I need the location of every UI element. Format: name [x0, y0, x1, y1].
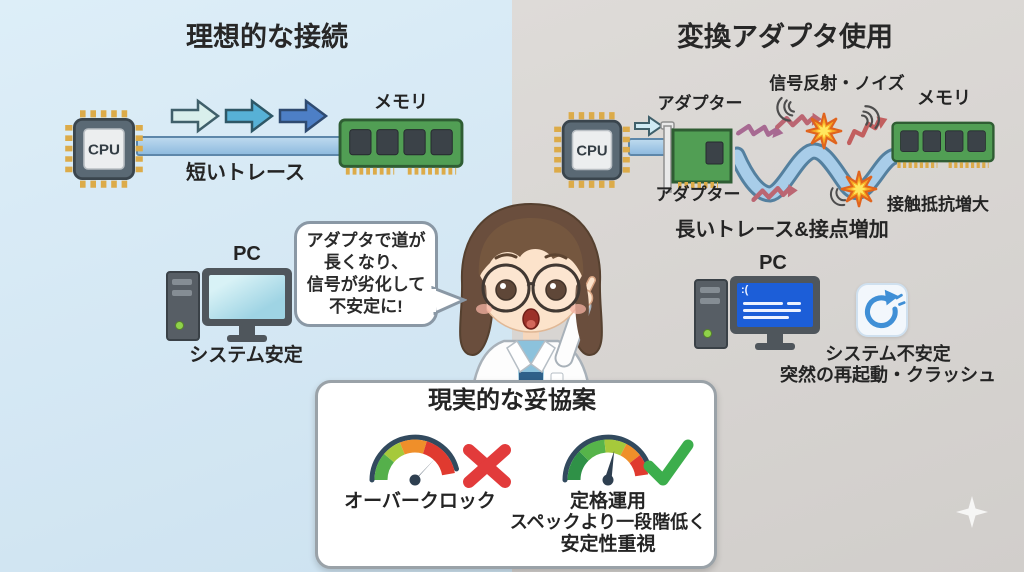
stable-screen: [209, 275, 285, 319]
check-mark-icon: [643, 439, 694, 486]
memory-icon: [338, 118, 464, 175]
one-step-lower-label: スペックより一段階低く: [509, 512, 707, 532]
bsod-text-line: [787, 302, 801, 305]
power-led: [175, 321, 184, 330]
cpu-icon: CPU: [65, 110, 143, 188]
small-arrow-icon: [634, 115, 664, 137]
monitor-icon: :(: [730, 276, 820, 334]
bsod-screen: :(: [737, 283, 813, 327]
system-stable-label: システム安定: [189, 345, 303, 366]
overclock-gauge-icon: [369, 434, 459, 486]
glasses-icon: [481, 263, 581, 313]
speech-bubble: アダプタで道が 長くなり、 信号が劣化して 不安定に!: [294, 221, 438, 327]
tower-slot: [172, 290, 192, 296]
bubble-line: アダプタで道が: [306, 230, 426, 250]
memory-icon: [891, 121, 995, 168]
noise-arrow-icon: [735, 123, 784, 139]
stability-first-label: 安定性重視: [560, 534, 656, 555]
long-trace-label: 長いトレース&接点増加: [675, 219, 889, 241]
tower-slot: [700, 298, 720, 304]
bsod-text-line: [743, 316, 789, 319]
tower-slot: [172, 279, 192, 285]
pc-tower-icon: [694, 279, 728, 349]
restart-icon-box: [856, 283, 908, 337]
power-led: [703, 329, 712, 338]
overclock-label: オーバークロック: [344, 491, 496, 512]
adapter-card-icon: [660, 121, 733, 193]
noise-arcs-icon: [776, 96, 796, 122]
explosion-icon: [840, 170, 878, 208]
cpu-icon: CPU: [554, 112, 630, 188]
bsod-text-line: [743, 302, 783, 305]
short-trace-line: [136, 136, 346, 156]
noise-arcs-icon: [860, 105, 880, 130]
pc-tower-icon: [166, 271, 200, 341]
bubble-line: 信号が劣化して: [306, 275, 426, 294]
bsod-sad-face: :(: [741, 284, 749, 296]
memory-label: メモリ: [374, 92, 428, 112]
left-title: 理想的な接続: [186, 22, 348, 52]
right-title: 変換アダプタ使用: [677, 22, 893, 52]
restart-arrow-icon: [864, 289, 906, 329]
x-mark-icon: [463, 444, 511, 488]
signal-noise-label: 信号反射・ノイズ: [769, 74, 905, 93]
system-unstable-label: システム不安定: [825, 344, 951, 364]
monitor-icon: [202, 268, 292, 326]
tower-slot: [700, 287, 720, 293]
adapter-label-top: アダプター: [657, 94, 743, 113]
memory-label: メモリ: [917, 88, 971, 108]
rated-gauge-icon: [562, 434, 652, 486]
monitor-stand: [239, 326, 255, 335]
bubble-line: 長くなり、: [323, 252, 409, 272]
bsod-text-line: [743, 309, 801, 312]
signal-flow-arrows-icon: [170, 98, 329, 134]
monitor-stand: [767, 334, 783, 343]
short-trace-label: 短いトレース: [186, 162, 305, 184]
adapter-label-bottom: アダプター: [655, 185, 741, 204]
rated-operation-label: 定格運用: [569, 491, 646, 512]
compromise-title: 現実的な妥協案: [428, 387, 596, 414]
bubble-line: 不安定に!: [329, 297, 403, 317]
pc-label: PC: [233, 243, 261, 265]
cpu-text: CPU: [88, 142, 120, 159]
explosion-icon: [805, 112, 843, 150]
monitor-base: [227, 335, 267, 342]
crash-label: 突然の再起動・クラッシュ: [780, 365, 996, 385]
contact-resistance-label: 接触抵抗増大: [887, 195, 989, 214]
monitor-base: [755, 343, 795, 350]
noise-arrow-icon: [751, 184, 798, 203]
bubble-tail: [431, 286, 467, 316]
pc-label: PC: [759, 252, 787, 274]
noise-arcs-icon: [829, 187, 847, 207]
cpu-text: CPU: [576, 143, 607, 159]
